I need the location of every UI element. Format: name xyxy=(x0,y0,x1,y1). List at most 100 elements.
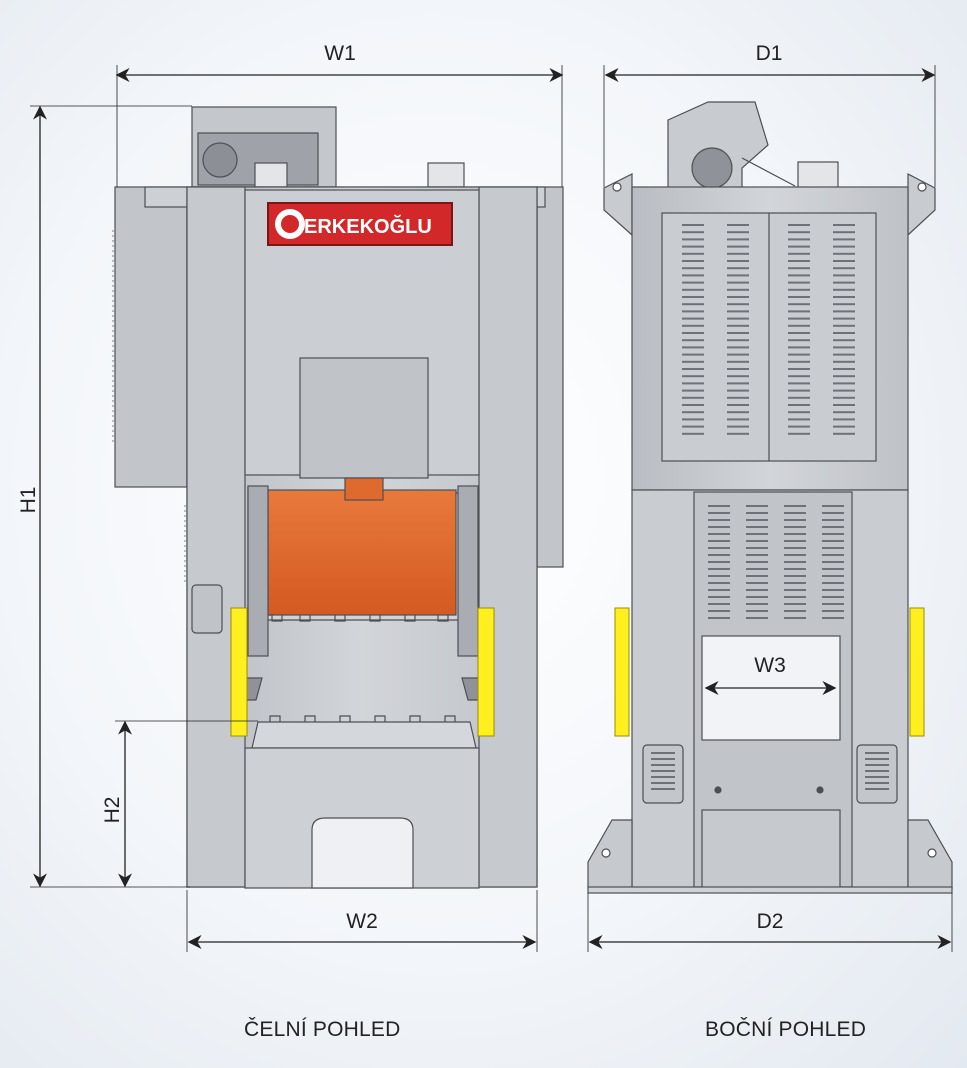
vent-slot xyxy=(682,425,704,428)
vent-slot xyxy=(746,603,768,605)
vent-slot xyxy=(682,274,704,277)
vent-slot xyxy=(833,432,855,435)
vent-slot xyxy=(833,288,855,291)
vent-slot xyxy=(788,288,810,291)
vent-slot xyxy=(651,788,675,790)
vent-slot xyxy=(865,752,889,754)
vent-slot xyxy=(833,281,855,284)
vent-slot xyxy=(788,260,810,262)
vent-slot xyxy=(784,603,806,605)
vent-slot xyxy=(788,310,810,313)
vent-slot xyxy=(746,610,768,612)
vent-slot xyxy=(682,252,704,255)
d2-label: D2 xyxy=(757,910,784,933)
vent-slot xyxy=(727,252,749,255)
w2-label: W2 xyxy=(346,910,378,933)
vent-slot xyxy=(682,224,704,226)
side-vent-grilles xyxy=(651,224,889,790)
vent-slot xyxy=(833,425,855,428)
vent-slot xyxy=(833,411,855,414)
vent-slot xyxy=(833,375,855,378)
vent-slot xyxy=(727,281,749,284)
vent-slot xyxy=(784,575,806,577)
vent-slot xyxy=(727,288,749,291)
vent-slot xyxy=(784,568,806,570)
vent-slot xyxy=(682,238,704,241)
vent-slot xyxy=(784,533,806,535)
vent-slot xyxy=(651,752,675,754)
vent-slot xyxy=(822,617,844,619)
vent-slot xyxy=(727,368,749,370)
vent-slot xyxy=(746,575,768,577)
vent-slot xyxy=(708,589,730,591)
vent-slot xyxy=(788,231,810,234)
vent-slot xyxy=(746,512,768,514)
vent-slot xyxy=(865,758,889,760)
vent-slot xyxy=(788,360,810,363)
vent-slot xyxy=(727,418,749,421)
vent-slot xyxy=(784,547,806,549)
vent-slot xyxy=(788,224,810,226)
vent-slot xyxy=(833,245,855,248)
vent-slot xyxy=(788,389,810,392)
vent-slot xyxy=(746,561,768,563)
vent-slot xyxy=(865,788,889,790)
vent-slot xyxy=(746,568,768,570)
side-view-machine xyxy=(587,101,953,894)
vent-slot xyxy=(727,353,749,356)
vent-slot xyxy=(708,568,730,570)
vent-slot xyxy=(727,303,749,306)
vent-slot xyxy=(727,404,749,406)
vent-slot xyxy=(833,317,855,320)
vent-slot xyxy=(788,252,810,255)
vent-slot xyxy=(708,561,730,563)
vent-slot xyxy=(682,432,704,435)
vent-slot xyxy=(784,596,806,598)
vent-slot xyxy=(727,267,749,270)
vent-slot xyxy=(727,332,749,334)
brand-logo: ERKEKOĞLU xyxy=(267,202,453,246)
vent-slot xyxy=(788,346,810,349)
vent-slot xyxy=(746,526,768,528)
vent-slot xyxy=(784,589,806,591)
vent-slot xyxy=(708,610,730,612)
vent-slot xyxy=(788,396,810,399)
vent-slot xyxy=(822,533,844,535)
vent-slot xyxy=(788,404,810,406)
vent-slot xyxy=(833,231,855,234)
vent-slot xyxy=(822,554,844,556)
vent-slot xyxy=(727,425,749,428)
vent-slot xyxy=(788,411,810,414)
vent-slot xyxy=(708,526,730,528)
vent-slot xyxy=(727,432,749,435)
vent-slot xyxy=(682,389,704,392)
vent-slot xyxy=(833,224,855,226)
vent-slot xyxy=(822,610,844,612)
vent-slot xyxy=(746,505,768,507)
vent-slot xyxy=(708,519,730,521)
vent-slot xyxy=(727,346,749,349)
vent-slot xyxy=(833,382,855,385)
vent-slot xyxy=(784,582,806,584)
vent-slot xyxy=(651,770,675,772)
vent-slot xyxy=(833,296,855,298)
left-side-housing xyxy=(114,186,188,488)
vent-slot xyxy=(727,389,749,392)
slide-box xyxy=(299,357,429,479)
vent-slot xyxy=(682,382,704,385)
vent-slot xyxy=(682,231,704,234)
vent-slot xyxy=(788,296,810,298)
vent-slot xyxy=(833,396,855,399)
h2-label: H2 xyxy=(101,797,124,824)
vent-slot xyxy=(822,589,844,591)
vent-slot xyxy=(746,589,768,591)
vent-slot xyxy=(727,396,749,399)
vent-slot xyxy=(865,782,889,784)
vent-slot xyxy=(788,267,810,270)
vent-slot xyxy=(833,360,855,363)
vent-slot xyxy=(746,533,768,535)
vent-slot xyxy=(682,346,704,349)
vent-slot xyxy=(833,404,855,406)
vent-slot xyxy=(682,411,704,414)
